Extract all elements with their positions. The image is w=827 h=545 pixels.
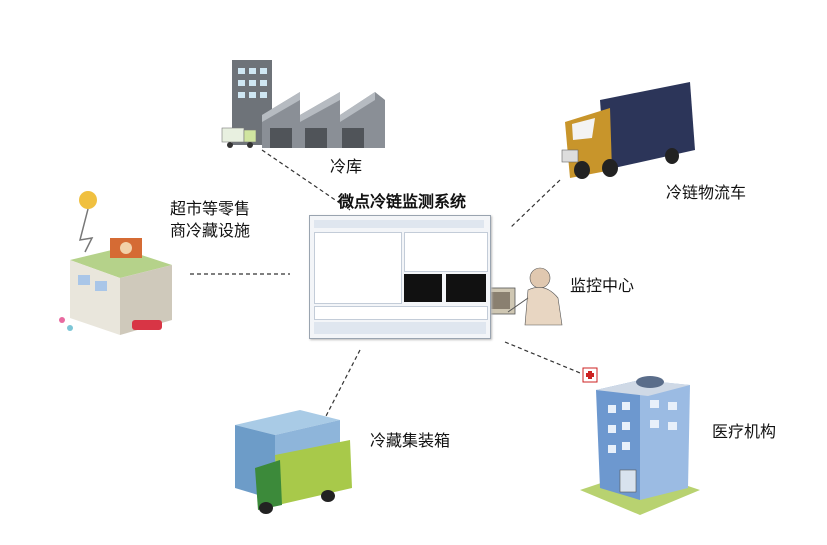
connector-medical (504, 341, 586, 376)
connectors (190, 149, 586, 419)
diagram-title: 微点冷链监测系统 (338, 192, 467, 211)
container-truck-icon (235, 410, 352, 514)
label-logistics-truck: 冷链物流车 (666, 183, 747, 202)
logistics-truck-icon (561, 82, 695, 179)
screenshot-toolbar (314, 322, 486, 334)
screenshot-table (314, 232, 402, 304)
screenshot-log (314, 306, 488, 320)
screenshot-chart-2 (446, 274, 486, 302)
screenshot-panel-right (404, 232, 488, 272)
screenshot-header (314, 220, 484, 228)
label-medical: 医疗机构 (712, 422, 777, 441)
system-screenshot (309, 215, 491, 339)
label-supermarket: 超市等零售 商冷藏设施 (170, 199, 251, 240)
screenshot-chart-1 (404, 274, 442, 302)
supermarket-icon (59, 191, 172, 335)
hospital-icon (580, 367, 700, 515)
connector-container (324, 349, 361, 419)
connector-logistics-truck (509, 179, 561, 229)
label-cold-storage: 冷库 (330, 157, 363, 176)
label-monitoring-center: 监控中心 (570, 276, 635, 295)
cold-storage-icon (221, 60, 385, 148)
connector-cold-storage (261, 149, 351, 211)
label-container: 冷藏集装箱 (370, 431, 451, 450)
